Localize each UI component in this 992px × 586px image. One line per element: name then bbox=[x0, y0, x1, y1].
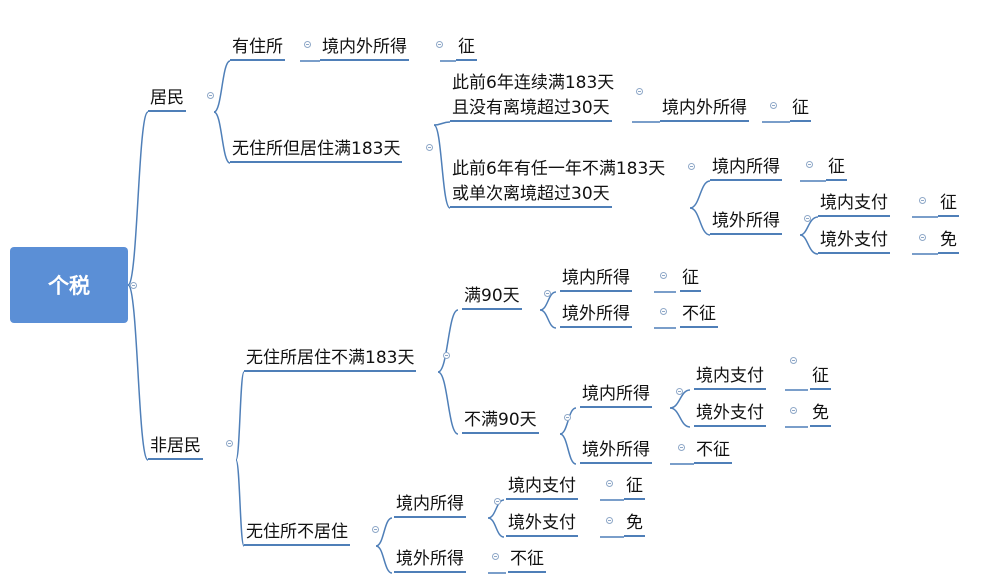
node-resident[interactable]: 居民 bbox=[148, 87, 186, 112]
node-nr-noreside-in-pay-result[interactable]: 征 bbox=[624, 475, 645, 500]
node-nr-lt90-foreign-result[interactable]: 不征 bbox=[694, 439, 732, 464]
node-nr-lt90[interactable]: 不满90天 bbox=[462, 409, 539, 434]
node-cond-a-result[interactable]: 征 bbox=[790, 97, 811, 122]
collapse-nr-lt90-in-pay-icon[interactable] bbox=[790, 357, 797, 364]
node-nr-full90[interactable]: 满90天 bbox=[462, 285, 522, 310]
node-nr-noreside-out-pay-result[interactable]: 免 bbox=[624, 512, 645, 537]
node-nr-noreside-in-pay[interactable]: 境内支付 bbox=[506, 475, 578, 500]
collapse-nr-lt90-domestic-icon[interactable] bbox=[676, 388, 683, 395]
node-res-domicile-income[interactable]: 境内外所得 bbox=[320, 36, 409, 61]
collapse-nr-lt183-icon[interactable] bbox=[443, 352, 450, 359]
node-cond-a-line2[interactable]: 且没有离境超过30天 bbox=[450, 97, 612, 122]
node-nr-lt90-in-pay-result[interactable]: 征 bbox=[810, 365, 831, 390]
node-nr-noreside-foreign[interactable]: 境外所得 bbox=[394, 548, 466, 573]
collapse-cond-a-income-icon[interactable] bbox=[770, 102, 777, 109]
collapse-nonresident-icon[interactable] bbox=[226, 440, 233, 447]
node-nr-lt90-domestic[interactable]: 境内所得 bbox=[580, 383, 652, 408]
node-nr-lt90-in-pay[interactable]: 境内支付 bbox=[694, 365, 766, 390]
root-label: 个税 bbox=[48, 274, 90, 298]
node-cond-b-in-pay[interactable]: 境内支付 bbox=[818, 192, 890, 217]
node-cond-b-line1[interactable]: 此前6年有任一年不满183天 bbox=[452, 159, 666, 179]
collapse-nr-noreside-in-pay-icon[interactable] bbox=[606, 480, 613, 487]
node-cond-b-out-pay-result[interactable]: 免 bbox=[938, 229, 959, 254]
collapse-nr-noreside-out-pay-icon[interactable] bbox=[606, 517, 613, 524]
node-cond-b-domestic-result[interactable]: 征 bbox=[826, 156, 847, 181]
node-nr-noreside-out-pay[interactable]: 境外支付 bbox=[506, 512, 578, 537]
collapse-resident-icon[interactable] bbox=[207, 92, 214, 99]
collapse-nr-lt90-icon[interactable] bbox=[564, 414, 571, 421]
collapse-nr-full90-domestic-icon[interactable] bbox=[660, 272, 667, 279]
node-nr-full90-domestic[interactable]: 境内所得 bbox=[560, 267, 632, 292]
collapse-cond-b-out-pay-icon[interactable] bbox=[919, 234, 926, 241]
node-cond-b-in-pay-result[interactable]: 征 bbox=[938, 192, 959, 217]
node-cond-b-out-pay[interactable]: 境外支付 bbox=[818, 229, 890, 254]
collapse-cond-b-foreign-icon[interactable] bbox=[804, 215, 811, 222]
collapse-nr-noreside-icon[interactable] bbox=[372, 526, 379, 533]
node-nr-lt90-foreign[interactable]: 境外所得 bbox=[580, 439, 652, 464]
collapse-nr-full90-foreign-icon[interactable] bbox=[660, 308, 667, 315]
collapse-nr-noreside-foreign-icon[interactable] bbox=[492, 553, 499, 560]
node-res-domicile-result[interactable]: 征 bbox=[456, 36, 477, 61]
root-node[interactable]: 个税 bbox=[10, 247, 128, 323]
node-cond-a-line1[interactable]: 此前6年连续满183天 bbox=[452, 73, 615, 93]
node-cond-b-domestic[interactable]: 境内所得 bbox=[710, 156, 782, 181]
node-nr-noreside[interactable]: 无住所不居住 bbox=[244, 521, 350, 546]
node-cond-a-income[interactable]: 境内外所得 bbox=[660, 97, 749, 122]
collapse-cond-b-icon[interactable] bbox=[688, 163, 695, 170]
collapse-res-domicile-icon[interactable] bbox=[304, 41, 311, 48]
collapse-root-icon[interactable] bbox=[130, 282, 137, 289]
collapse-nr-lt90-out-pay-icon[interactable] bbox=[790, 407, 797, 414]
collapse-cond-a-icon[interactable] bbox=[636, 88, 643, 95]
node-nr-lt183[interactable]: 无住所居住不满183天 bbox=[244, 347, 417, 372]
collapse-nr-noreside-domestic-icon[interactable] bbox=[494, 498, 501, 505]
node-nr-full90-foreign-result[interactable]: 不征 bbox=[680, 303, 718, 328]
collapse-nr-full90-icon[interactable] bbox=[544, 290, 551, 297]
node-nonresident[interactable]: 非居民 bbox=[148, 435, 203, 460]
collapse-cond-b-in-pay-icon[interactable] bbox=[919, 197, 926, 204]
node-nr-lt90-out-pay[interactable]: 境外支付 bbox=[694, 402, 766, 427]
node-cond-b-foreign[interactable]: 境外所得 bbox=[710, 210, 782, 235]
node-nr-lt90-out-pay-result[interactable]: 免 bbox=[810, 402, 831, 427]
collapse-res-domicile-income-icon[interactable] bbox=[436, 41, 443, 48]
collapse-nr-lt90-foreign-icon[interactable] bbox=[678, 444, 685, 451]
node-res-nodom[interactable]: 无住所但居住满183天 bbox=[230, 138, 403, 163]
node-nr-full90-domestic-result[interactable]: 征 bbox=[680, 267, 701, 292]
node-nr-noreside-foreign-result[interactable]: 不征 bbox=[508, 548, 546, 573]
node-nr-noreside-domestic[interactable]: 境内所得 bbox=[394, 493, 466, 518]
collapse-res-nodom-icon[interactable] bbox=[426, 144, 433, 151]
node-nr-full90-foreign[interactable]: 境外所得 bbox=[560, 303, 632, 328]
collapse-cond-b-domestic-icon[interactable] bbox=[806, 161, 813, 168]
node-cond-b-line2[interactable]: 或单次离境超过30天 bbox=[450, 183, 612, 208]
node-res-domicile[interactable]: 有住所 bbox=[230, 36, 285, 61]
